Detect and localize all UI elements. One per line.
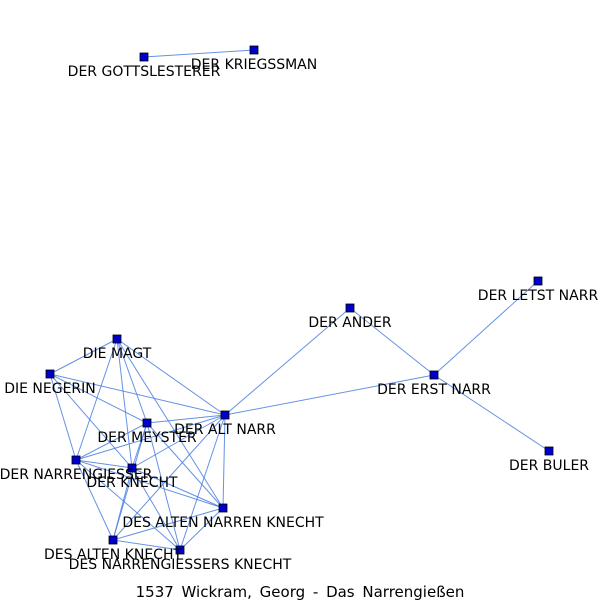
node-erst-narr bbox=[429, 370, 439, 380]
node-alten-knecht bbox=[108, 535, 118, 545]
node-label-ander: DER ANDER bbox=[308, 315, 391, 331]
node-gottslesterer bbox=[139, 52, 149, 62]
node-ander bbox=[345, 303, 355, 313]
diagram-caption: 1537 Wickram, Georg - Das Narrengießen bbox=[136, 583, 465, 600]
node-label-narrengiessers-knecht: DES NARRENGIESSERS KNECHT bbox=[69, 557, 292, 573]
node-label-alten-narren-knecht: DES ALTEN NARREN KNECHT bbox=[122, 515, 324, 531]
edge-letst_narr-erst_narr bbox=[433, 280, 539, 376]
node-label-gottslesterer: DER GOTTSLESTERER bbox=[68, 64, 221, 80]
node-label-narrengiesser: DER NARRENGIESSER bbox=[0, 467, 153, 483]
edge-meyster-alten_knecht bbox=[112, 422, 148, 541]
edges-layer bbox=[49, 49, 550, 551]
edge-magt-meyster bbox=[116, 338, 148, 424]
node-narrengiesser bbox=[71, 455, 81, 465]
edge-knecht-alten_narren_knecht bbox=[131, 467, 224, 509]
node-label-kriegssman: DER KRIEGSSMAN bbox=[191, 57, 317, 73]
edge-negerin-narrengiesser bbox=[49, 373, 77, 461]
node-label-letst-narr: DER LETST NARR bbox=[478, 288, 599, 304]
edge-erst_narr-buler bbox=[433, 374, 550, 452]
edge-narrengiesser-knecht bbox=[75, 459, 133, 469]
edge-narrengiesser-alten_knecht bbox=[75, 459, 114, 541]
node-alten-narren-knecht bbox=[218, 503, 228, 513]
edge-alt_narr-alten_knecht bbox=[112, 414, 226, 541]
edge-magt-narrengiesser bbox=[75, 338, 118, 461]
node-label-erst-narr: DER ERST NARR bbox=[377, 382, 491, 398]
node-negerin bbox=[45, 369, 55, 379]
edge-magt-alt_narr bbox=[116, 338, 226, 416]
node-kriegssman bbox=[249, 45, 259, 55]
edge-negerin-meyster bbox=[49, 373, 148, 424]
node-letst-narr bbox=[533, 276, 543, 286]
edge-narrengiesser-alten_narren_knecht bbox=[75, 459, 224, 509]
node-label-alten-knecht: DES ALTEN KNECHT bbox=[44, 547, 183, 563]
edge-magt-knecht bbox=[116, 338, 133, 469]
edge-alt_narr-alten_narren_knecht bbox=[222, 414, 226, 509]
edge-negerin-knecht bbox=[49, 373, 133, 469]
node-narrengiessers-knecht bbox=[175, 545, 185, 555]
edge-alten_knecht-narrengiessers_knecht bbox=[112, 539, 181, 551]
edge-alt_narr-narrengiesser bbox=[75, 414, 226, 461]
edge-magt-negerin bbox=[49, 338, 118, 375]
node-label-negerin: DIE NEGERIN bbox=[4, 381, 96, 397]
node-label-knecht: DER KNECHT bbox=[86, 475, 178, 491]
edge-narrengiesser-narrengiessers_knecht bbox=[75, 459, 181, 551]
edge-alten_narren_knecht-alten_knecht bbox=[112, 507, 224, 541]
nodes-layer bbox=[45, 45, 554, 555]
node-label-magt: DIE MAGT bbox=[83, 346, 152, 362]
edge-ander-alt_narr bbox=[224, 307, 351, 416]
node-label-alt-narr: DER ALT NARR bbox=[174, 422, 276, 438]
edge-ander-erst_narr bbox=[349, 307, 435, 376]
edge-alten_narren_knecht-narrengiessers_knecht bbox=[179, 507, 224, 551]
node-label-buler: DER BULER bbox=[509, 458, 589, 474]
node-knecht bbox=[127, 463, 137, 473]
edge-meyster-narrengiessers_knecht bbox=[146, 422, 181, 551]
edge-erst_narr-alt_narr bbox=[224, 374, 435, 416]
edge-magt-alten_narren_knecht bbox=[116, 338, 224, 509]
edge-meyster-alten_narren_knecht bbox=[146, 422, 224, 509]
edge-meyster-alt_narr bbox=[146, 414, 226, 424]
edge-alt_narr-narrengiessers_knecht bbox=[179, 414, 226, 551]
node-buler bbox=[544, 446, 554, 456]
edge-meyster-narrengiesser bbox=[75, 422, 148, 461]
edge-gottslesterer-kriegssman bbox=[143, 49, 255, 58]
node-magt bbox=[112, 334, 122, 344]
edge-negerin-alt_narr bbox=[49, 373, 226, 416]
node-meyster bbox=[142, 418, 152, 428]
node-label-meyster: DER MEYSTER bbox=[97, 430, 197, 446]
edge-alt_narr-knecht bbox=[131, 414, 226, 469]
edge-knecht-narrengiessers_knecht bbox=[131, 467, 181, 551]
edge-knecht-alten_knecht bbox=[112, 467, 133, 541]
node-alt-narr bbox=[220, 410, 230, 420]
